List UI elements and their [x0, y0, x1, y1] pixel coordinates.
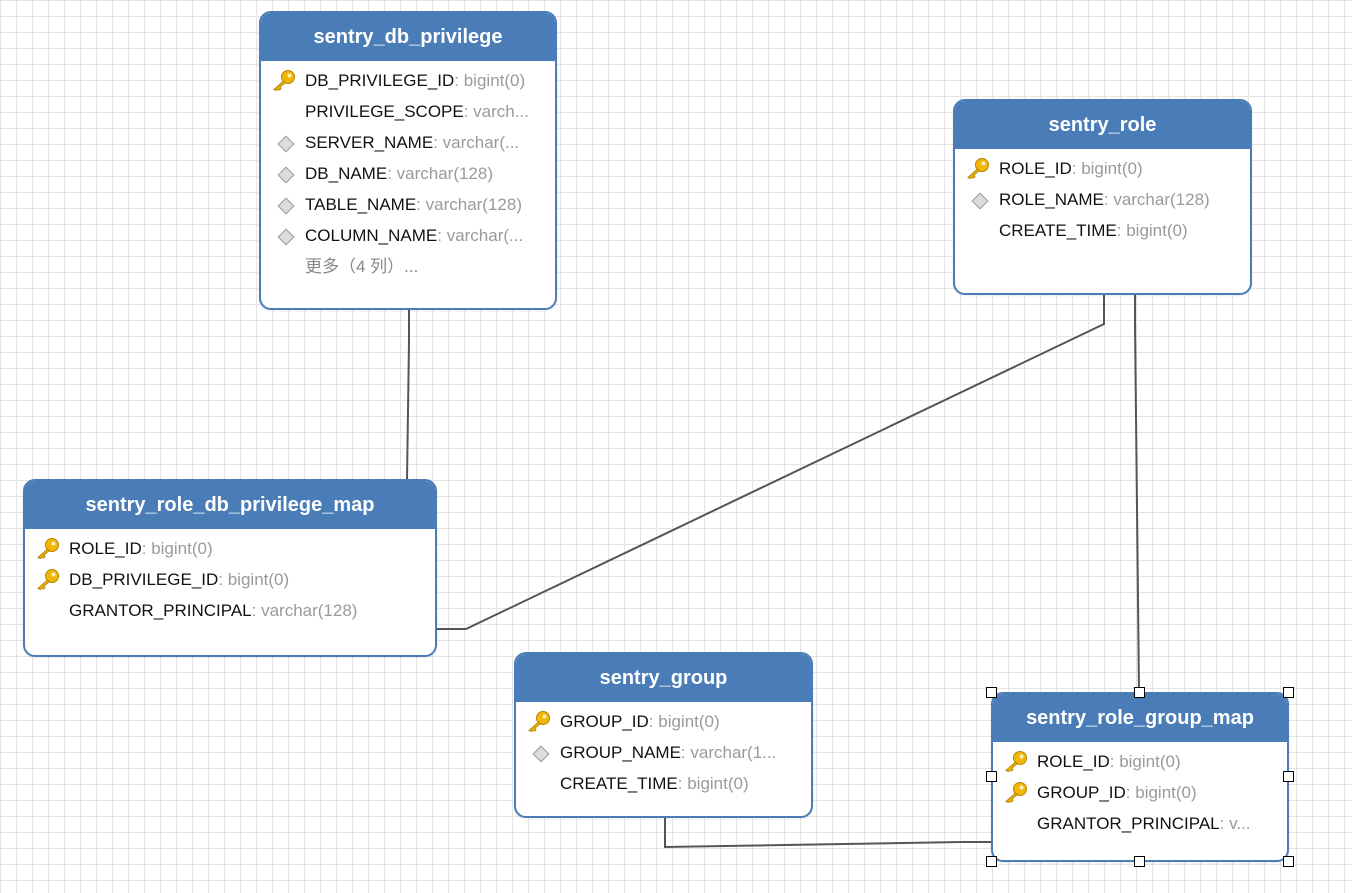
resize-handle-bottom-left[interactable]: [986, 856, 997, 867]
column-type: : bigint(0): [1116, 221, 1188, 240]
column-type: : varchar(1...: [680, 743, 777, 762]
column-name: SERVER_NAME: [305, 133, 434, 152]
resize-handle-middle-left[interactable]: [986, 771, 997, 782]
column-name: TABLE_NAME: [305, 195, 417, 214]
column-type: : varchar(128): [251, 601, 358, 620]
column-type: : v...: [1219, 814, 1251, 833]
primary-key-icon: [526, 710, 552, 733]
resize-handle-bottom-right[interactable]: [1283, 856, 1294, 867]
column-row[interactable]: ROLE_ID: bigint(0): [25, 533, 435, 564]
column-type: : varch...: [463, 102, 529, 121]
column-row[interactable]: GRANTOR_PRINCIPAL: varchar(128): [25, 595, 435, 626]
table-title: sentry_role_db_privilege_map: [25, 481, 435, 529]
column-row[interactable]: ROLE_ID: bigint(0): [993, 746, 1287, 777]
column-row[interactable]: GROUP_ID: bigint(0): [516, 706, 811, 737]
column-type: : bigint(0): [1071, 159, 1143, 178]
column-row[interactable]: GROUP_NAME: varchar(1...: [516, 737, 811, 768]
column-name: CREATE_TIME: [999, 221, 1117, 240]
column-row[interactable]: CREATE_TIME: bigint(0): [516, 768, 811, 799]
column-name: COLUMN_NAME: [305, 226, 438, 245]
column-name: ROLE_ID: [999, 159, 1072, 178]
more-columns-link[interactable]: 更多（4 列）...: [261, 251, 555, 282]
resize-handle-bottom-center[interactable]: [1134, 856, 1145, 867]
column-row[interactable]: SERVER_NAME: varchar(...: [261, 127, 555, 158]
resize-handle-top-center[interactable]: [1134, 687, 1145, 698]
table-sentry-role-group-map[interactable]: sentry_role_group_map ROLE_ID: bigint(0)…: [991, 692, 1289, 862]
column-row[interactable]: COLUMN_NAME: varchar(...: [261, 220, 555, 251]
column-type: : bigint(0): [218, 570, 290, 589]
column-type: : bigint(0): [648, 712, 720, 731]
column-type: : varchar(128): [1103, 190, 1210, 209]
column-row[interactable]: DB_PRIVILEGE_ID: bigint(0): [25, 564, 435, 595]
column-name: ROLE_NAME: [999, 190, 1104, 209]
column-type: : bigint(0): [1109, 752, 1181, 771]
table-title: sentry_role_group_map: [993, 694, 1287, 742]
column-name: GROUP_ID: [1037, 783, 1126, 802]
table-sentry-role-db-privilege-map[interactable]: sentry_role_db_privilege_map ROLE_ID: bi…: [23, 479, 437, 657]
relation-line-privilege-to-map[interactable]: [406, 310, 410, 481]
primary-key-icon: [1003, 781, 1029, 804]
column-row[interactable]: GRANTOR_PRINCIPAL: v...: [993, 808, 1287, 839]
column-name: PRIVILEGE_SCOPE: [305, 102, 464, 121]
primary-key-icon: [965, 157, 991, 180]
table-title: sentry_group: [516, 654, 811, 702]
column-row[interactable]: PRIVILEGE_SCOPE: varch...: [261, 96, 555, 127]
resize-handle-top-left[interactable]: [986, 687, 997, 698]
table-title: sentry_role: [955, 101, 1250, 149]
column-name: GROUP_ID: [560, 712, 649, 731]
table-sentry-role[interactable]: sentry_role ROLE_ID: bigint(0) ROLE_NAME…: [953, 99, 1252, 295]
column-name: ROLE_ID: [69, 539, 142, 558]
column-name: DB_PRIVILEGE_ID: [69, 570, 219, 589]
primary-key-icon: [35, 568, 61, 591]
resize-handle-middle-right[interactable]: [1283, 771, 1294, 782]
index-diamond-icon: [277, 135, 295, 153]
column-row[interactable]: ROLE_NAME: varchar(128): [955, 184, 1250, 215]
column-name: CREATE_TIME: [560, 774, 678, 793]
column-name: GRANTOR_PRINCIPAL: [1037, 814, 1220, 833]
column-type: : varchar(...: [437, 226, 524, 245]
column-name: GROUP_NAME: [560, 743, 681, 762]
column-row[interactable]: DB_NAME: varchar(128): [261, 158, 555, 189]
column-type: : varchar(...: [433, 133, 520, 152]
index-diamond-icon: [277, 197, 295, 215]
relation-line-role-to-group-map[interactable]: [1134, 295, 1140, 693]
table-title: sentry_db_privilege: [261, 13, 555, 61]
relation-line-group-to-group-map[interactable]: [664, 818, 991, 849]
column-row[interactable]: ROLE_ID: bigint(0): [955, 153, 1250, 184]
index-diamond-icon: [277, 166, 295, 184]
column-name: DB_NAME: [305, 164, 388, 183]
column-name: DB_PRIVILEGE_ID: [305, 71, 455, 90]
resize-handle-top-right[interactable]: [1283, 687, 1294, 698]
primary-key-icon: [1003, 750, 1029, 773]
column-row[interactable]: DB_PRIVILEGE_ID: bigint(0): [261, 65, 555, 96]
column-type: : bigint(0): [677, 774, 749, 793]
table-sentry-group[interactable]: sentry_group GROUP_ID: bigint(0) GROUP_N…: [514, 652, 813, 818]
primary-key-icon: [271, 69, 297, 92]
more-columns-label: 更多（4 列）...: [305, 257, 419, 276]
column-row[interactable]: CREATE_TIME: bigint(0): [955, 215, 1250, 246]
column-type: : bigint(0): [1125, 783, 1197, 802]
index-diamond-icon: [277, 228, 295, 246]
column-type: : varchar(128): [387, 164, 494, 183]
column-type: : bigint(0): [141, 539, 213, 558]
column-type: : varchar(128): [416, 195, 522, 214]
table-sentry-db-privilege[interactable]: sentry_db_privilege DB_PRIVILEGE_ID: big…: [259, 11, 557, 310]
column-name: GRANTOR_PRINCIPAL: [69, 601, 252, 620]
column-row[interactable]: TABLE_NAME: varchar(128): [261, 189, 555, 220]
primary-key-icon: [35, 537, 61, 560]
relation-line-role-to-privilege-map[interactable]: [437, 295, 1105, 630]
index-diamond-icon: [532, 745, 550, 763]
column-row[interactable]: GROUP_ID: bigint(0): [993, 777, 1287, 808]
column-type: : bigint(0): [454, 71, 526, 90]
index-diamond-icon: [971, 192, 989, 210]
column-name: ROLE_ID: [1037, 752, 1110, 771]
